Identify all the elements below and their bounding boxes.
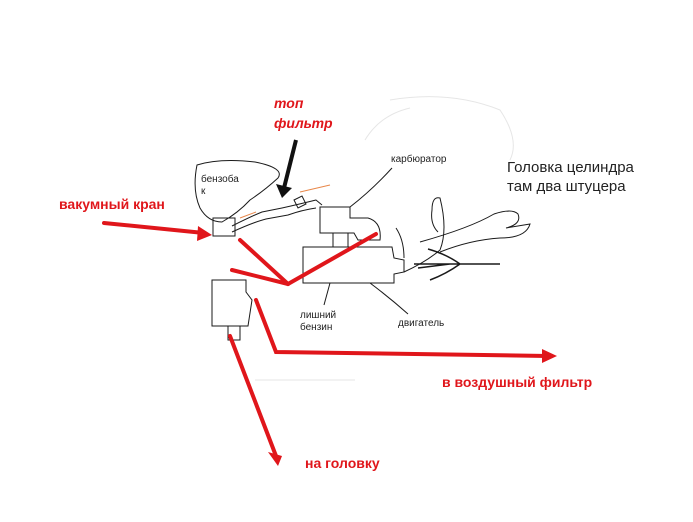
excess-fuel-label: лишний бензин [300,310,337,333]
fuel-tank-outline [194,160,280,223]
cylinder-head-sketch [419,210,531,253]
top-filter-arrowhead [276,184,292,198]
carburetor-pointer [349,167,393,208]
fuel-line-return [231,207,317,233]
fuel-pump-body [211,279,253,327]
fuel-pump-outlet [227,326,241,341]
carburetor-label: карбюратор [391,154,447,165]
engine-link-line-1 [230,268,290,286]
engine-head-hose [395,197,445,273]
top-filter-label: топ фильтр [274,95,333,131]
carburetor-body [319,206,381,241]
top-filter-arrow [282,139,298,189]
carburetor-neck [332,233,349,248]
fuel-line-accent [239,184,331,219]
red-lines [102,221,550,458]
engine-pointer [369,282,409,315]
fuel-tank-label: бензоба к [201,174,239,197]
engine-label: двигатель [398,318,445,329]
vacuum-valve-box [212,217,236,237]
fuel-line [231,199,323,227]
air-filter-label: в воздушный фильтр [442,374,593,390]
faint-scribbles [255,96,514,381]
filter-stub [293,195,307,209]
engine-link-line-3 [286,232,378,286]
to-head-label: на головку [305,455,380,471]
vacuum-valve-label: вакумный кран [59,196,165,212]
air-filter-arrowhead [542,349,557,363]
to-head-arrow-line [228,334,278,458]
to-head-arrowhead [268,452,282,466]
engine-fan-lines [414,248,500,281]
engine-link-line-2 [238,238,290,286]
air-filter-arrow-line [254,298,550,358]
vacuum-valve-arrowhead [197,226,212,241]
vacuum-valve-arrow-line [102,221,206,235]
cylinder-head-label: Головка целиндра там два штуцера [507,159,634,195]
excess-fuel-pointer [323,282,331,306]
